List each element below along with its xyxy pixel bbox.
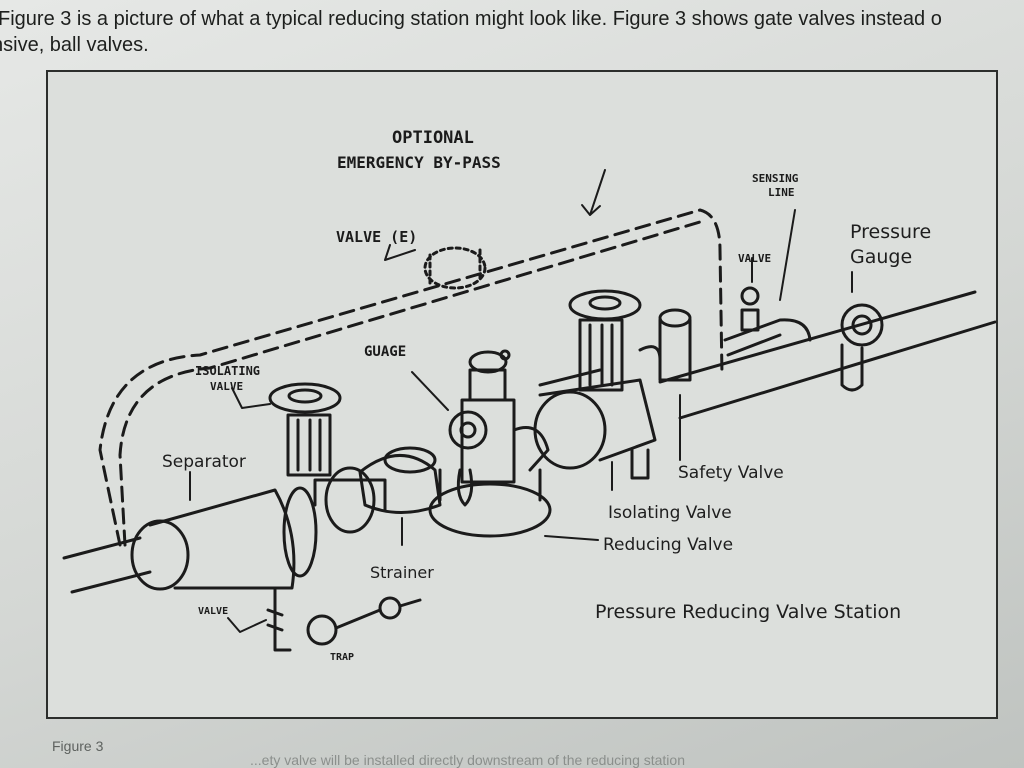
main-pipe	[62, 290, 997, 594]
faded-body-text: ...ety valve will be installed directly …	[250, 752, 685, 768]
figure-frame	[46, 70, 998, 719]
pressure-gauge	[840, 303, 884, 392]
label-isolating-valve: Isolating Valve	[608, 503, 732, 523]
bypass-line	[98, 208, 724, 547]
label-safety-valve: Safety Valve	[678, 463, 784, 483]
label-valve-hand: VALVE	[210, 380, 243, 393]
label-valve-bottom: VALVE	[198, 606, 228, 617]
label-optional: OPTIONAL	[392, 128, 474, 148]
intro-line-1: Figure 3 is a picture of what a typical …	[0, 8, 942, 30]
drain-trap	[266, 588, 422, 652]
intro-line-2: nsive, ball valves.	[0, 34, 149, 56]
label-trap: TRAP	[330, 652, 354, 663]
reducing-valve-gauge	[448, 410, 488, 507]
label-strainer: Strainer	[370, 563, 434, 582]
label-pressure: Pressure	[850, 221, 931, 243]
label-line: LINE	[768, 186, 795, 199]
label-separator: Separator	[162, 452, 246, 472]
label-valve-e: VALVE (E)	[336, 228, 417, 246]
reducing-valve	[428, 349, 552, 538]
separator	[130, 486, 318, 591]
strainer	[358, 446, 442, 514]
bypass-valve	[423, 246, 487, 290]
annotation-arrows	[189, 169, 853, 633]
isolating-valve-left	[268, 382, 387, 534]
label-guage: GUAGE	[364, 344, 406, 360]
figure-caption: Figure 3	[52, 738, 104, 754]
safety-valve	[630, 308, 692, 480]
label-isolating-hand: ISOLATING	[195, 364, 260, 378]
isolating-valve-right	[533, 289, 657, 470]
label-reducing-valve: Reducing Valve	[603, 535, 733, 555]
label-emergency-bypass: EMERGENCY BY-PASS	[337, 153, 501, 172]
sensing-line	[723, 286, 812, 357]
diagram-title: Pressure Reducing Valve Station	[595, 601, 901, 623]
label-sensing: SENSING	[752, 172, 799, 185]
label-valve-top: VALVE	[738, 252, 771, 265]
label-gauge: Gauge	[850, 246, 912, 268]
